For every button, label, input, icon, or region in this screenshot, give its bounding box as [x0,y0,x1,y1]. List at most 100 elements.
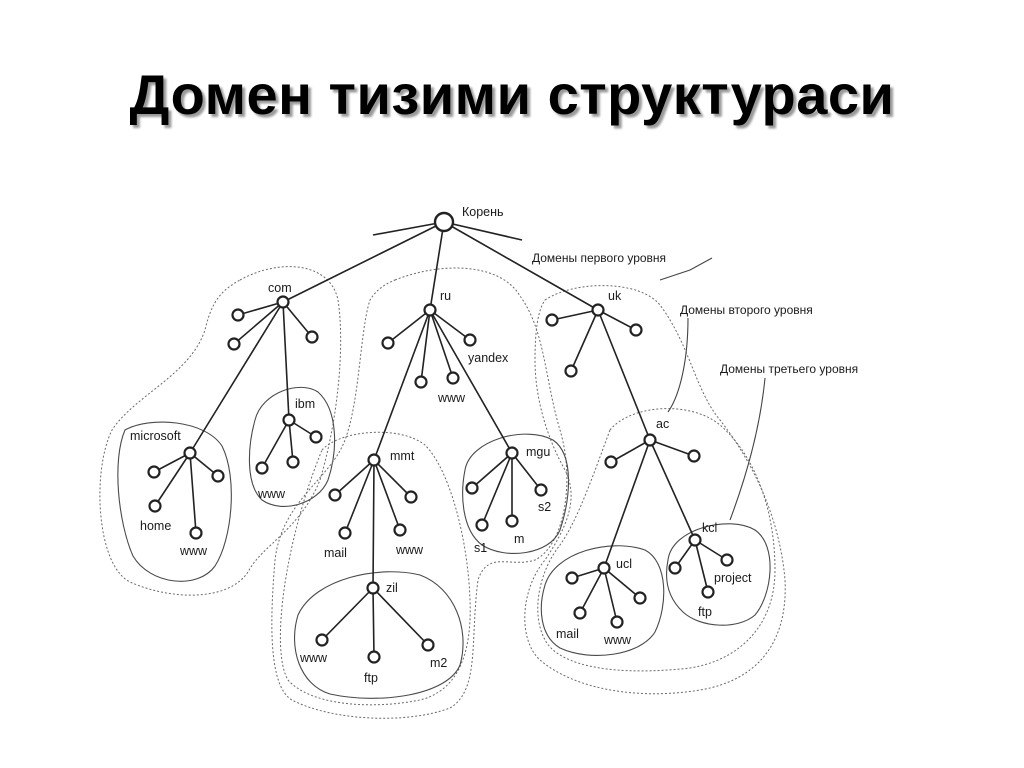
label-mmt-mail: mail [324,546,347,560]
edge-ucl-leaf4 [603,567,641,599]
node-ms-www [189,526,203,540]
label-microsoft: microsoft [130,429,181,443]
node-ibm [282,413,296,427]
label-yandex: yandex [468,351,509,365]
edge-ibm-leaf1 [261,419,290,469]
edge-ibm-leaf2 [288,419,294,463]
label-s2: s2 [538,500,551,514]
edge-uk-ac [597,309,651,441]
zone-ucl [540,545,665,656]
tree-nodes [147,211,734,664]
label-mmt: mmt [390,449,415,463]
zone-mgu [462,433,570,554]
node-mgu-leaf1 [465,481,479,495]
edge-mmt-mail [344,459,375,534]
label-com: com [268,281,292,295]
node-ucl-mail [573,606,587,620]
edge-mmt-www [373,459,401,531]
edge-com-leaf3 [282,301,313,338]
edge-ms-leaf1 [153,452,191,473]
node-ibm-leaf3 [309,430,323,444]
edge-ac-leaf1 [610,439,651,463]
node-com [276,295,290,309]
edge-root-left-stub [372,221,445,236]
label-kcl: kcl [702,521,717,535]
edge-zil-www [321,587,374,641]
node-m [505,514,519,528]
label-kcl-ftp: ftp [698,605,712,619]
edge-ru-mgu [429,309,513,454]
node-mmt-www [393,523,407,537]
edge-ru-mmt [373,309,431,461]
node-kcl [688,533,702,547]
node-ac-leaf1 [604,455,618,469]
label-m: m [514,532,524,546]
node-ms-leaf4 [211,469,225,483]
edge-zil-ftp [372,587,375,658]
node-project [720,553,734,567]
zone-com [99,266,342,596]
edge-com-leaf1 [237,301,284,316]
node-kcl-ftp [701,585,715,599]
label-ucl-www: www [603,633,632,647]
node-com-leaf2 [227,337,241,351]
node-zil-ftp [367,650,381,664]
zone-ibm [248,386,336,507]
label-zil: zil [386,581,398,595]
leader-second-level [667,317,689,413]
callout-third-level: Домены третьего уровня [720,362,858,376]
label-ibm: ibm [295,397,315,411]
edge-com-ibm [282,301,290,421]
edge-com-microsoft [189,301,284,454]
node-ms-leaf1 [147,465,161,479]
node-uk [591,303,605,317]
zone-mmt [279,431,471,706]
label-ru-www: www [437,391,466,405]
edge-ru-leaf2 [420,309,431,383]
edge-kcl-ftp [694,539,709,593]
node-s2 [534,483,548,497]
callout-first-level: Домены первого уровня [532,251,666,265]
leader-third-level [729,377,766,521]
edge-ucl-mail [579,567,605,614]
node-ru-leaf1 [381,336,395,350]
edge-mmt-leaf4 [373,459,412,498]
node-com-leaf1 [231,308,245,322]
label-ms-www: www [179,544,208,558]
node-yandex [463,333,477,347]
edge-uk-leaf1 [551,309,599,321]
leader-first-level [659,257,713,281]
zone-ac [537,408,776,672]
label-project: project [714,571,752,585]
callout-second-level: Домены второго уровня [680,303,813,317]
node-mmt-mail [338,526,352,540]
node-ru-www [446,371,460,385]
edge-ac-kcl [649,439,696,541]
node-zil [366,581,380,595]
node-home [148,499,162,513]
node-ucl-leaf1 [565,571,579,585]
slide-title: Домен тизими структураси [129,63,895,126]
node-ru [423,303,437,317]
node-ucl [597,561,611,575]
node-mmt [367,453,381,467]
node-ac [643,433,657,447]
edge-uk-leaf3 [597,309,637,331]
node-mmt-leaf4 [404,490,418,504]
zone-uk [524,285,786,695]
callout-leaders [659,257,766,521]
label-zil-ftp: ftp [364,671,378,685]
edge-com-leaf2 [233,301,284,345]
node-uk-leaf1 [545,313,559,327]
edge-ucl-www [603,567,618,623]
edge-uk-leaf2 [570,309,599,372]
edge-ms-www [189,452,197,534]
label-root: Корень [462,205,504,219]
edge-ms-home [154,452,191,507]
node-m2 [421,638,435,652]
edge-mmt-zil [372,459,375,589]
edge-root-uk [443,221,599,311]
zone-outlines [99,266,786,719]
